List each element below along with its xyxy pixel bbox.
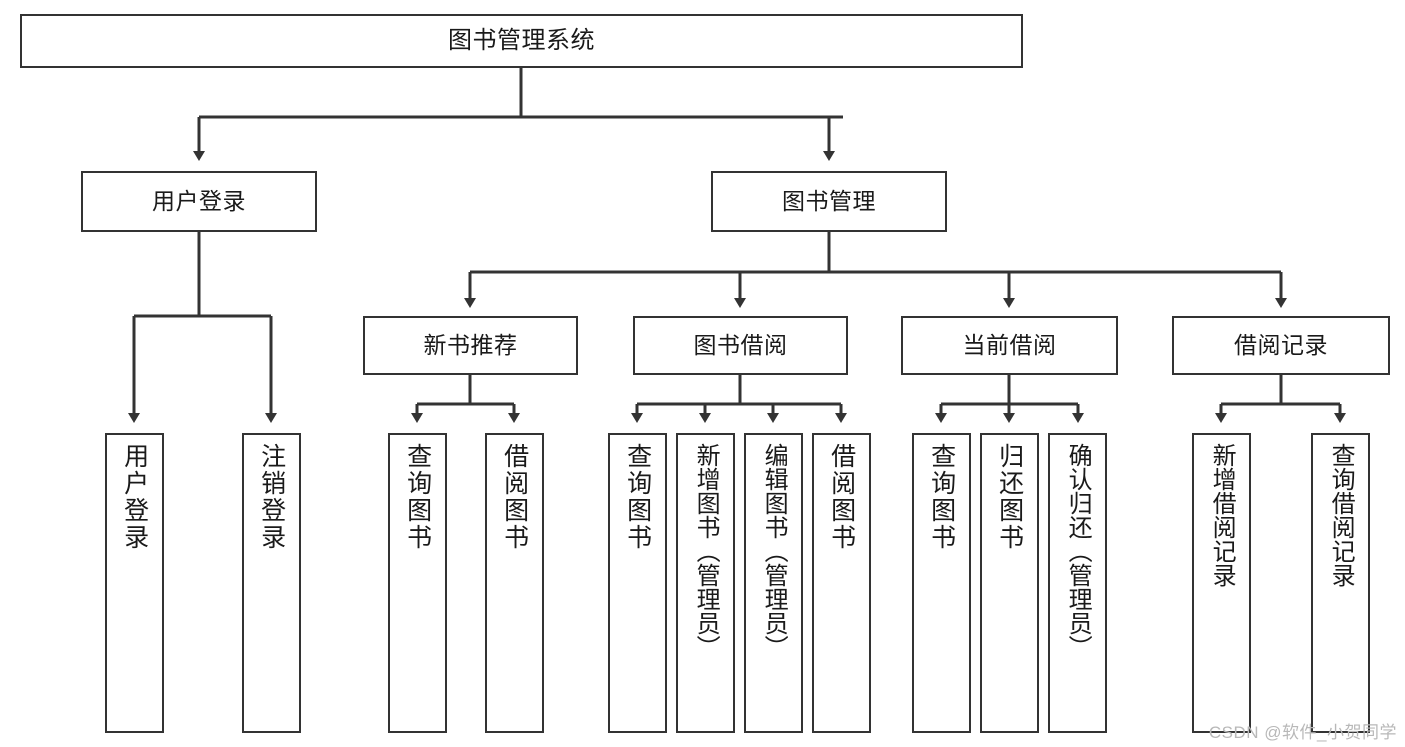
node-new-book-recommend[interactable]: 新书推荐: [363, 316, 578, 375]
leaf-query-book-borrow[interactable]: 查询图书: [608, 433, 667, 733]
leaf-edit-book-admin[interactable]: 编辑图书（管理员）: [744, 433, 803, 733]
leaf-borrow-book[interactable]: 借阅图书: [812, 433, 871, 733]
leaf-query-borrow-record[interactable]: 查询借阅记录: [1311, 433, 1370, 733]
leaf-add-borrow-record[interactable]: 新增借阅记录: [1192, 433, 1251, 733]
leaf-query-book-current[interactable]: 查询图书: [912, 433, 971, 733]
node-label: 新书推荐: [423, 331, 518, 358]
node-label: 查询图书: [927, 443, 956, 551]
node-label: 图书借阅: [693, 331, 788, 358]
node-label: 注销登录: [257, 443, 286, 551]
node-label: 查询图书: [623, 443, 652, 551]
leaf-confirm-return-admin[interactable]: 确认归还（管理员）: [1048, 433, 1107, 733]
node-label: 查询图书: [403, 443, 432, 551]
leaf-query-book-newbook[interactable]: 查询图书: [388, 433, 447, 733]
node-label: 借阅图书: [827, 443, 856, 551]
node-label: 用户登录: [120, 443, 149, 551]
node-label: 确认归还（管理员）: [1064, 443, 1092, 659]
leaf-user-login[interactable]: 用户登录: [105, 433, 164, 733]
node-label: 新增借阅记录: [1208, 443, 1236, 587]
node-borrow-record[interactable]: 借阅记录: [1172, 316, 1390, 375]
node-label: 图书管理: [782, 187, 876, 214]
node-label: 图书管理系统: [448, 26, 595, 54]
node-label: 新增图书（管理员）: [692, 443, 720, 659]
node-user-login[interactable]: 用户登录: [81, 171, 317, 232]
leaf-borrow-book-newbook[interactable]: 借阅图书: [485, 433, 544, 733]
node-label: 当前借阅: [962, 331, 1057, 358]
node-label: 归还图书: [995, 443, 1024, 551]
node-label: 编辑图书（管理员）: [760, 443, 788, 659]
node-label: 用户登录: [152, 187, 246, 214]
node-label: 借阅记录: [1234, 331, 1328, 358]
leaf-return-book[interactable]: 归还图书: [980, 433, 1039, 733]
node-book-management[interactable]: 图书管理: [711, 171, 947, 232]
node-label: 查询借阅记录: [1327, 443, 1355, 587]
node-current-borrow[interactable]: 当前借阅: [901, 316, 1118, 375]
leaf-logout[interactable]: 注销登录: [242, 433, 301, 733]
leaf-add-book-admin[interactable]: 新增图书（管理员）: [676, 433, 735, 733]
watermark: CSDN @软件_小贺同学: [1208, 723, 1397, 742]
node-book-borrow[interactable]: 图书借阅: [633, 316, 848, 375]
node-root-book-management-system[interactable]: 图书管理系统: [20, 14, 1023, 68]
node-label: 借阅图书: [500, 443, 529, 551]
